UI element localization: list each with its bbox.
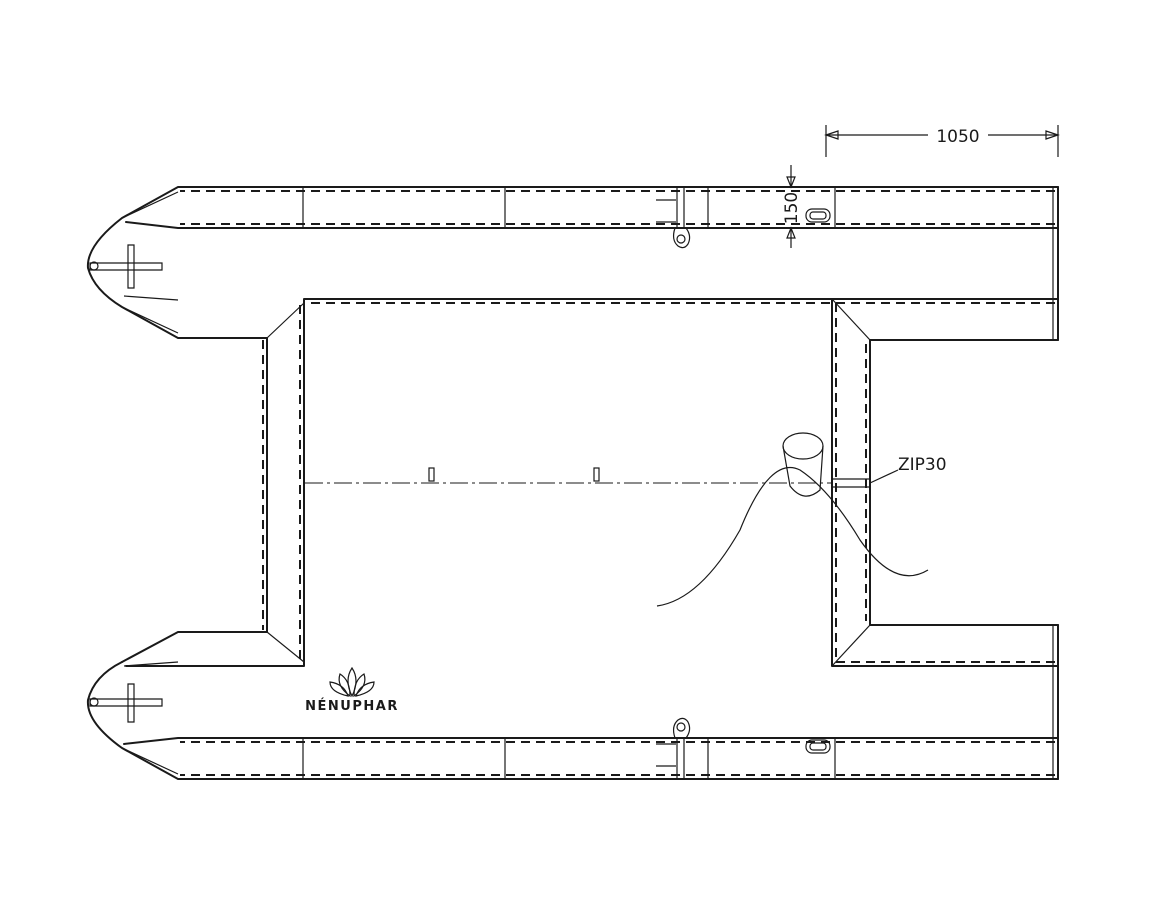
center-tab-left [428,467,435,482]
d-ring-icon [805,739,831,754]
brand-name: NÉNUPHAR [305,698,399,714]
length-dimension: 1050 [824,125,1060,157]
lotus-logo-icon [329,666,375,698]
zip-strap [832,478,870,488]
rope [656,466,929,607]
oarlock-icon [89,244,163,289]
zip-callout-label: ZIP30 [898,455,947,475]
center-tab-right [593,467,600,482]
tube-width-dimension-label: 150 [782,192,802,224]
lower-hull [86,624,1059,780]
d-ring-icon [805,208,831,223]
length-dimension-label: 1050 [936,127,979,147]
fender-buoy-icon [782,432,824,497]
tow-ring-icon [656,199,691,249]
d-ring-icon [809,211,827,220]
zip-callout: ZIP30 [869,455,947,484]
oarlock-icon [89,683,163,723]
tow-ring-icon [656,717,691,767]
d-ring-icon [809,742,827,751]
stern-transom [831,298,1059,667]
tube-width-dimension: 150 [782,165,802,248]
upper-hull [86,186,1059,667]
